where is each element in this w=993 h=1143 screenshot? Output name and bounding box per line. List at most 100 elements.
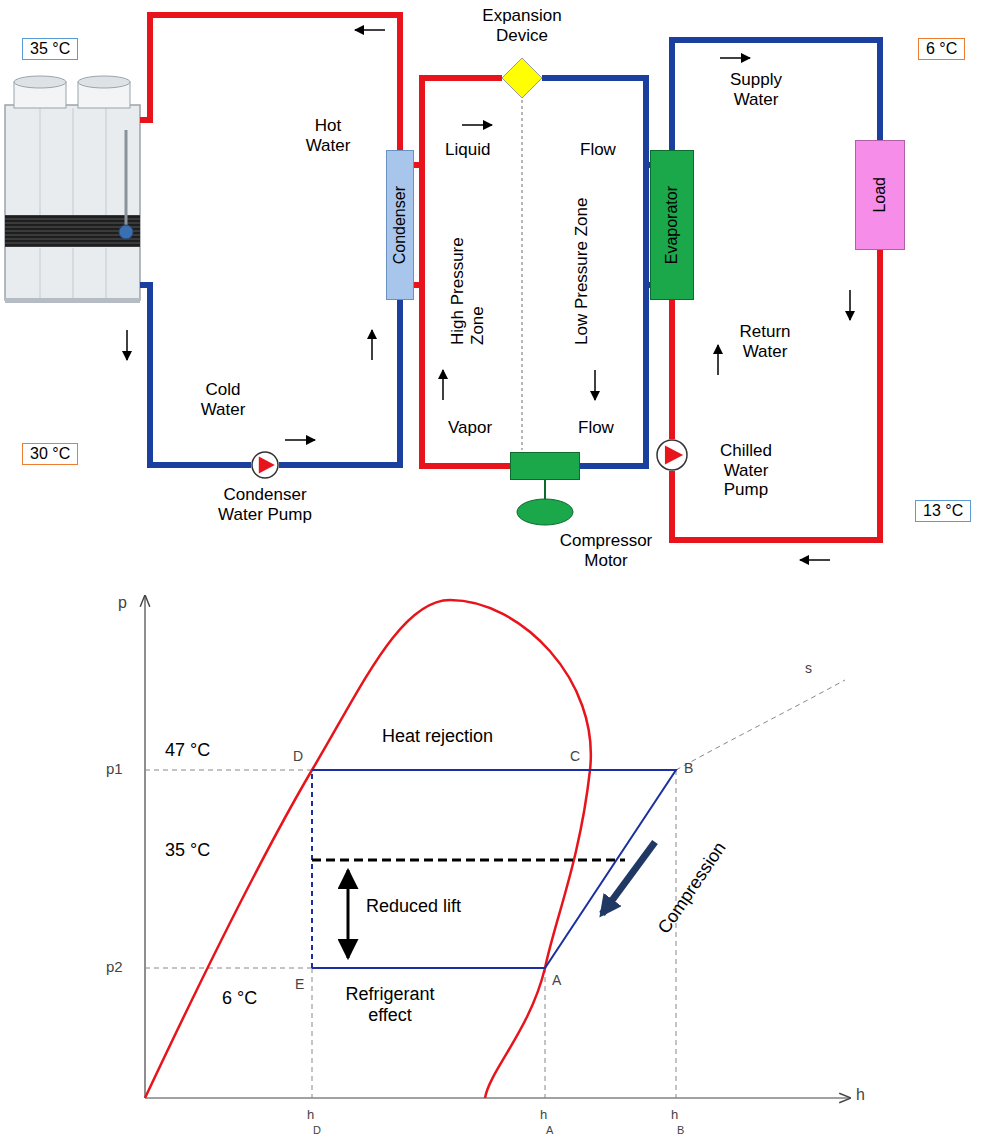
- cycle: [311, 770, 313, 968]
- ph-chart: [145, 680, 845, 1098]
- compression-arrow: [602, 842, 655, 914]
- pump-symbol: [656, 439, 688, 471]
- node-label: Condenser: [391, 186, 409, 264]
- flow-label: Flow: [580, 140, 616, 160]
- pipe-connector: [414, 78, 502, 165]
- node-heading: Expansion Device: [477, 6, 567, 45]
- node-heading: Chilled Water Pump: [700, 441, 792, 500]
- pipe-connector: [279, 300, 400, 465]
- cooling-tower: [40, 108, 41, 215]
- flow-label: Hot Water: [300, 116, 356, 155]
- cooling-tower: [73, 108, 74, 215]
- flow-arrow: [126, 330, 128, 360]
- cooling-tower: [119, 225, 133, 239]
- condenser-box: Condenser: [386, 150, 414, 300]
- flow-label: Supply Water: [726, 70, 786, 109]
- flow-arrow: [442, 370, 444, 400]
- temperature-tag: 13 °C: [915, 500, 971, 522]
- ph-chart: [312, 968, 313, 1098]
- chart-label: B: [677, 1124, 684, 1137]
- cooling-tower: [40, 248, 41, 298]
- diamond-outline: [502, 58, 542, 98]
- load-box: Load: [855, 140, 905, 250]
- cooling-tower: [5, 298, 140, 303]
- cooling-tower: [14, 76, 66, 88]
- chart-label: C: [570, 748, 580, 764]
- flow-arrow: [717, 345, 719, 375]
- cooling-tower: [106, 248, 107, 298]
- chart-label: p1: [106, 760, 123, 777]
- evaporator-coil: [643, 165, 649, 285]
- chart-label: A: [546, 1124, 553, 1137]
- node-label: Load: [871, 177, 889, 213]
- pump-impeller: [665, 445, 683, 464]
- hot-water-pipe: [140, 15, 400, 150]
- ph-chart: [145, 1097, 850, 1098]
- ph-chart: [145, 968, 312, 969]
- condenser-coil: [419, 165, 425, 285]
- flow-label: Low Pressure Zone: [572, 195, 592, 345]
- flow-label: Liquid: [445, 140, 490, 160]
- pump-symbol: Chilled Water Pump: [656, 439, 688, 471]
- chart-label: Refrigerant effect: [335, 984, 445, 1025]
- chart-label: h: [540, 1108, 547, 1123]
- ph-chart: [676, 770, 677, 1098]
- temperature-tag: 6 °C: [918, 38, 965, 60]
- cooling-tower: [125, 130, 128, 225]
- flow-label: Cold Water: [195, 380, 251, 419]
- chart-label: s: [805, 660, 812, 676]
- chart-label: D: [313, 1124, 321, 1137]
- pipe-connector: [669, 300, 675, 439]
- cooling-tower: [5, 105, 140, 300]
- node-heading: Compressor Motor: [556, 531, 656, 570]
- pump-casing: [657, 440, 687, 470]
- cooling-tower: [106, 108, 107, 215]
- diamond-outline: [502, 58, 542, 98]
- chart-label: 35 °C: [165, 840, 210, 861]
- flow-arrow: [849, 290, 851, 320]
- chart-label: h: [856, 1086, 865, 1104]
- chart-label: A: [552, 972, 561, 988]
- flow-label: Flow: [578, 418, 614, 438]
- ph-chart: [145, 596, 850, 1098]
- flow-arrow: [720, 57, 750, 59]
- saturation-dome: [145, 600, 591, 1098]
- flow-arrow: [800, 559, 830, 561]
- flow-label: Return Water: [735, 322, 795, 361]
- pump-symbol: [251, 451, 279, 479]
- evaporator-box: Evaporator: [650, 150, 694, 300]
- zone-divider: [521, 100, 522, 450]
- flow-arrow: [285, 439, 315, 441]
- pipe-connector: [672, 250, 880, 540]
- chart-label: h: [671, 1108, 678, 1123]
- ph-chart: [144, 596, 145, 1098]
- lift-arrow: [347, 870, 350, 958]
- motor-shaft: [544, 480, 546, 499]
- pump-casing: [252, 452, 278, 478]
- compressor-motor: [517, 499, 573, 525]
- chart-label: Reduced lift: [366, 896, 461, 917]
- cooling-tower: [5, 76, 140, 303]
- ph-chart: [676, 680, 845, 770]
- flow-label: Vapor: [448, 418, 492, 438]
- chart-label: 6 °C: [222, 988, 257, 1009]
- node-heading: Condenser Water Pump: [215, 485, 315, 524]
- reduced-condensing-line: [312, 859, 625, 862]
- flow-label: High Pressure Zone: [448, 195, 487, 345]
- ph-chart: [545, 968, 546, 1098]
- cooling-tower: [78, 76, 130, 88]
- chart-label: Heat rejection: [382, 726, 493, 747]
- expansion-diamond: Expansion Device: [502, 58, 542, 98]
- compressor-box: Compressor Motor: [510, 452, 580, 480]
- flow-arrow: [127, 30, 850, 560]
- chart-label: h: [307, 1108, 314, 1123]
- chart-label: E: [295, 976, 304, 992]
- node-label: Evaporator: [663, 186, 681, 264]
- flow-arrow: [371, 330, 373, 360]
- pump-impeller: [259, 457, 275, 474]
- chart-label: Compression: [654, 838, 730, 937]
- cycle: [312, 770, 676, 968]
